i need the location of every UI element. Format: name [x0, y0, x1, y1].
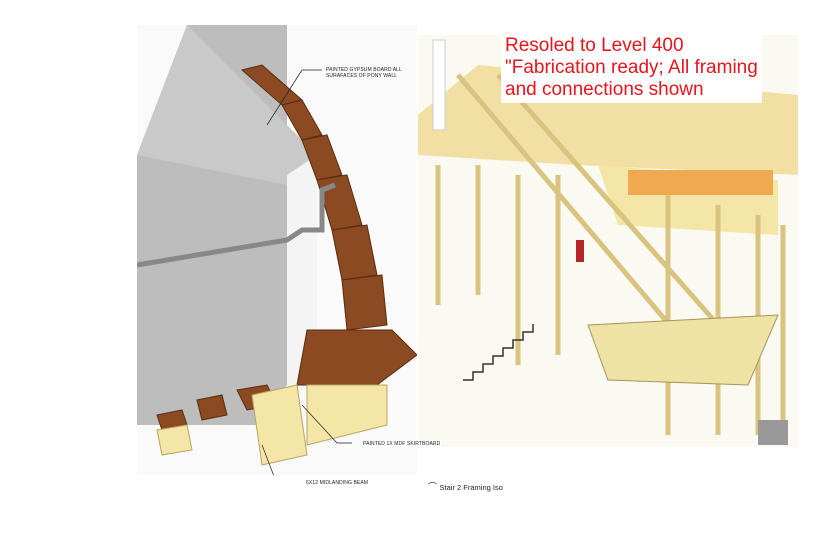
- headline-line1: Resoled to Level 400: [505, 35, 684, 56]
- headline-line2: "Fabrication ready; All framing: [505, 57, 758, 78]
- level-400-headline: Resoled to Level 400 "Fabrication ready;…: [501, 33, 762, 103]
- drawing-caption: ⌒ Stair 2 Framing Iso: [428, 480, 503, 493]
- stair-section-iso-drawing: [137, 25, 417, 475]
- gypsum-note-line1: PAINTED GYPSUM BOARD ALL: [326, 67, 402, 73]
- skirtboard-note: PAINTED 1X MDF SKIRTBOARD: [362, 441, 442, 447]
- view-marker-icon: ⌒: [428, 482, 440, 492]
- headline-line3: and connections shown: [505, 79, 704, 100]
- beam-note: 6X12 MIDLANDING BEAM: [306, 480, 369, 486]
- caption-text: Stair 2 Framing Iso: [439, 483, 503, 492]
- gypsum-note-line2: SURAFACES OF PONY WALL: [326, 73, 398, 79]
